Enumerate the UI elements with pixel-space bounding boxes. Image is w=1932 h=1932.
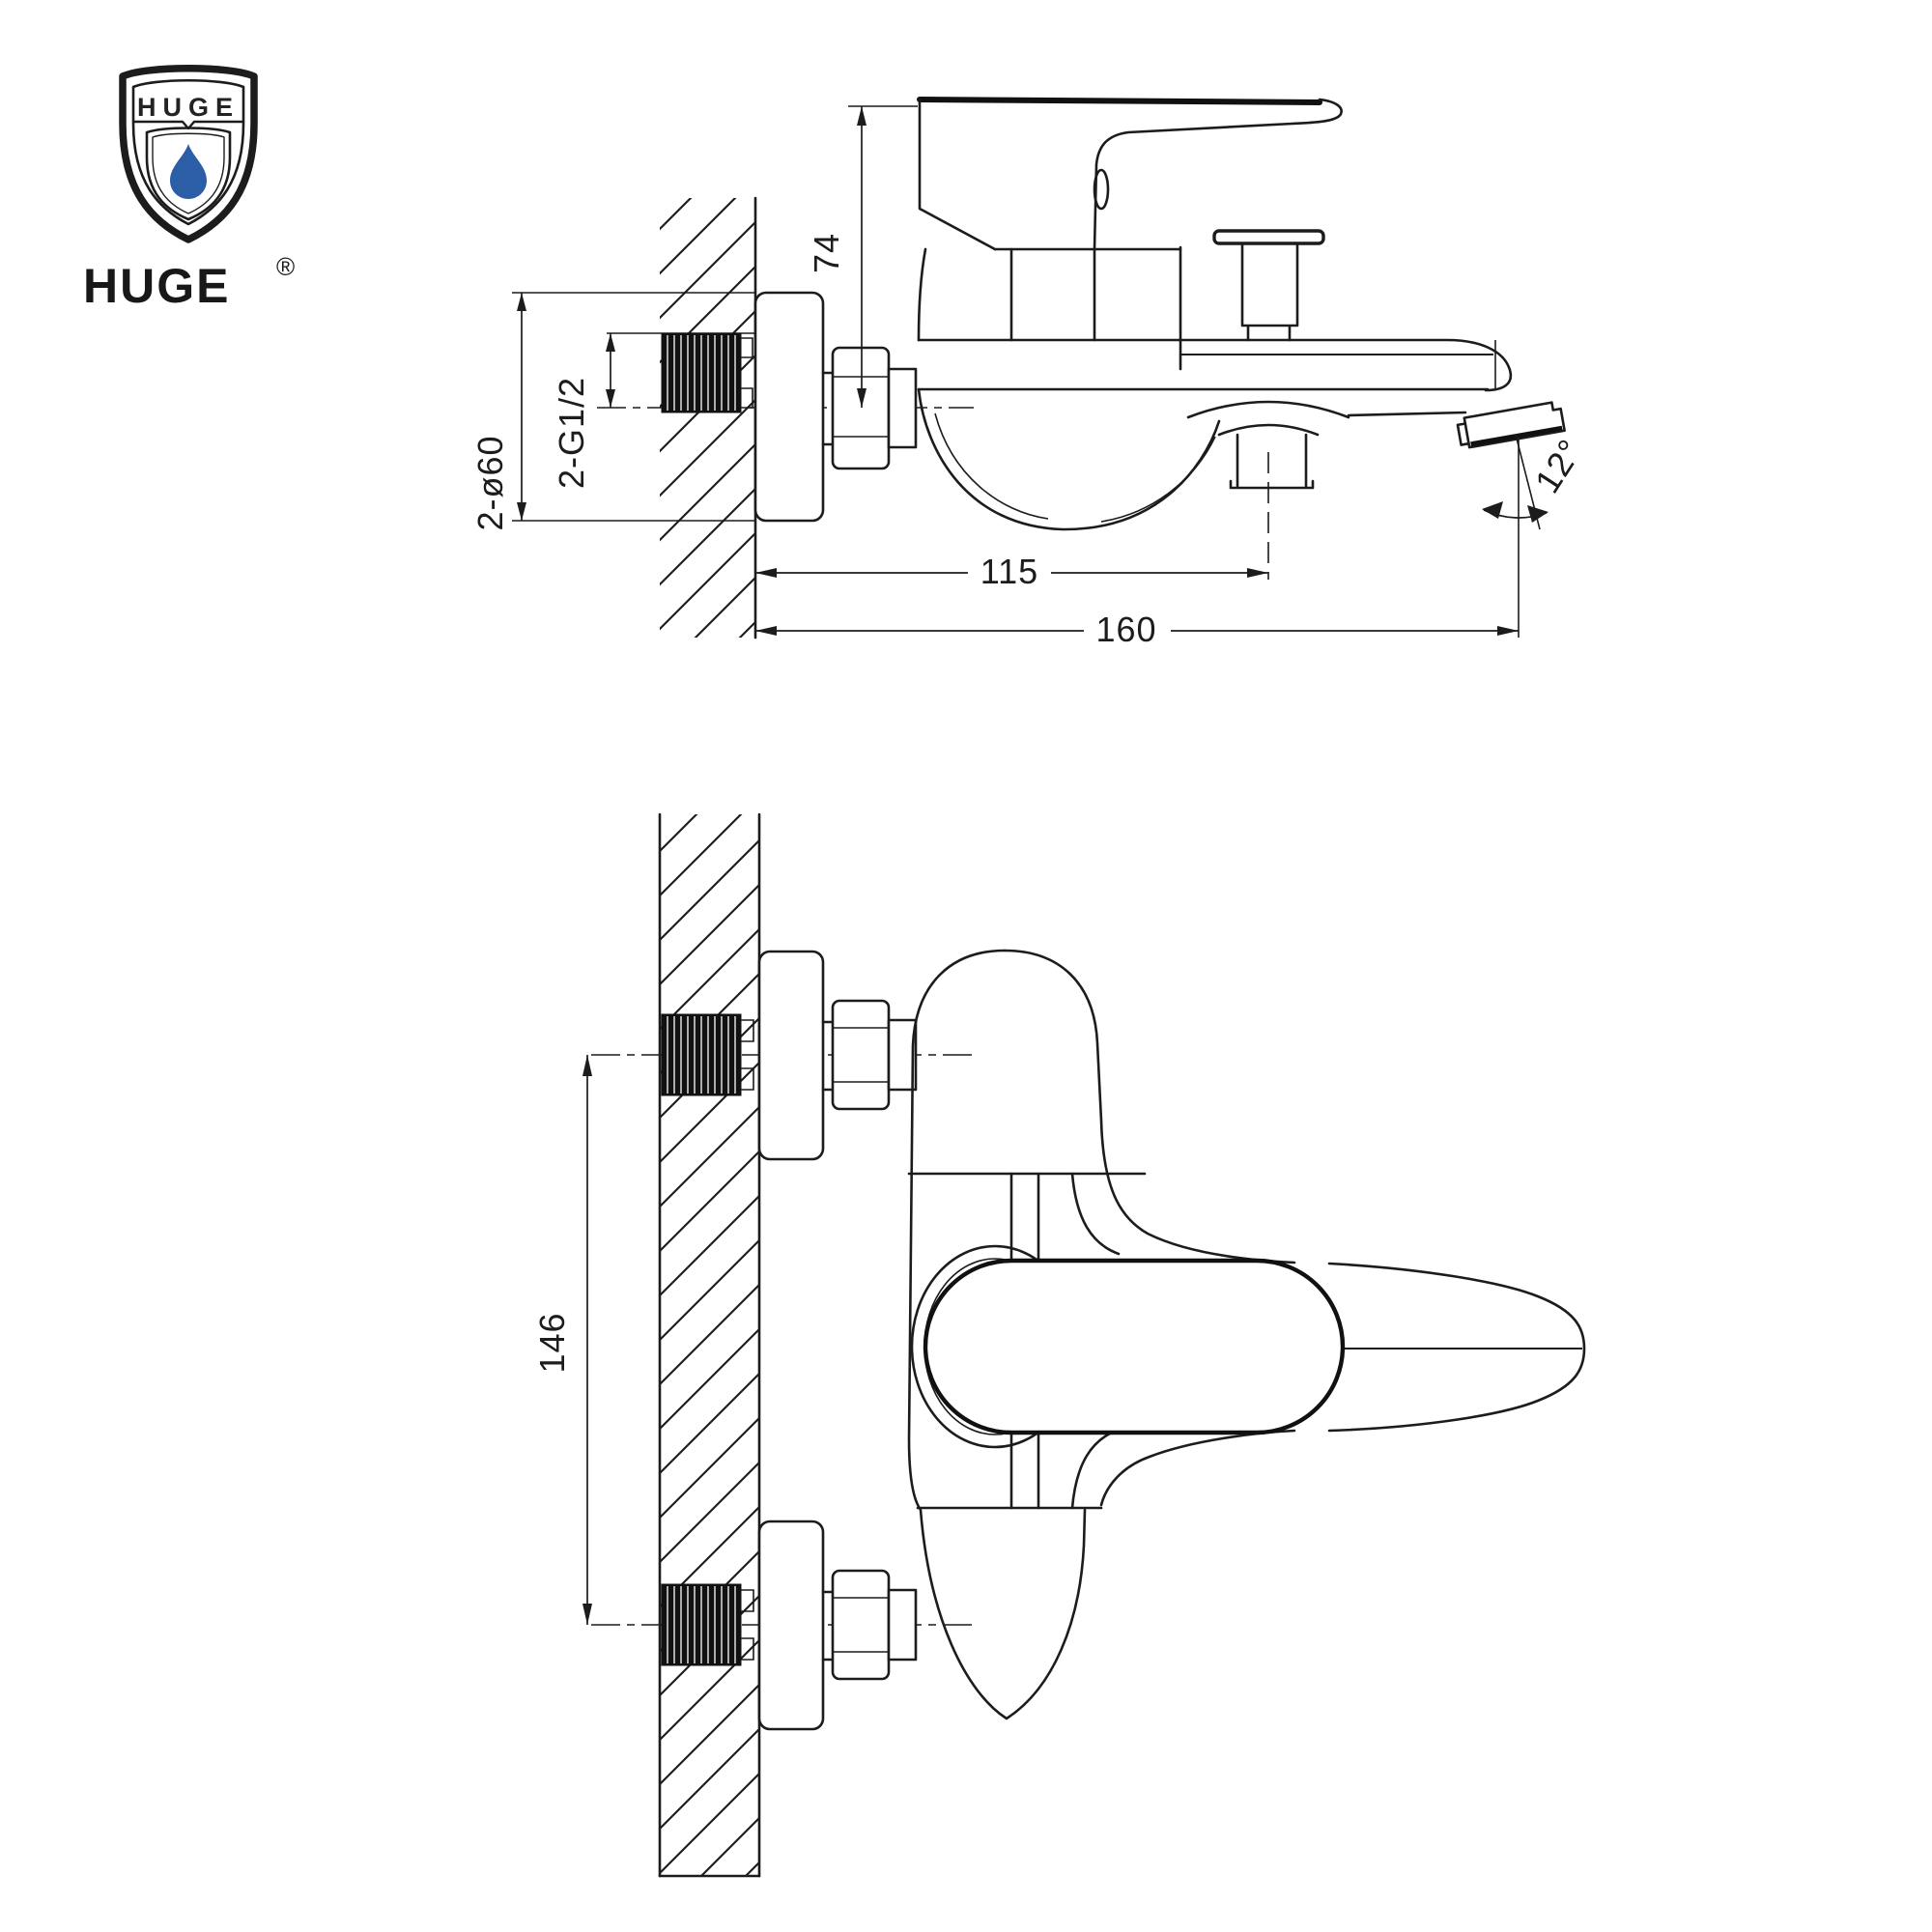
- handle-housing: [918, 98, 997, 251]
- body-right-lower-flange: [1099, 1429, 1296, 1507]
- escutcheon-side: [753, 291, 825, 523]
- shield-outer: [119, 65, 258, 243]
- pipe-stub-side: [821, 371, 835, 446]
- body-right-top: [1003, 949, 1296, 1264]
- dim-flange-label: 2-ø60: [470, 435, 510, 530]
- dim-height: 74: [807, 105, 918, 408]
- shield-small: [145, 127, 232, 221]
- spout-arm-top: [917, 338, 1513, 392]
- lever-outline: [1093, 98, 1343, 251]
- dim-spout-angle: 12°: [1482, 432, 1591, 530]
- front-view: 146: [532, 812, 1586, 1878]
- dim-height-label: 74: [807, 233, 846, 273]
- shield-small-inner: [152, 132, 225, 214]
- wall-hatch-front: [660, 814, 759, 1876]
- dim-outlet-offset: 115: [755, 452, 1269, 591]
- adapter-side: [887, 367, 918, 449]
- lower-inlet: [661, 1520, 918, 1731]
- registered-mark: ®: [276, 252, 295, 281]
- dim-reach-label: 160: [1095, 610, 1156, 649]
- brand-logo: HUGE HUGE ®: [83, 65, 295, 313]
- diverter-knob: [1212, 229, 1325, 342]
- dim-thread: 2-G1/2: [552, 333, 615, 489]
- handle-snout: [1327, 1262, 1586, 1433]
- dim-inlet-spacing: 146: [532, 1055, 592, 1625]
- dim-inlet-spacing-label: 146: [532, 1312, 572, 1373]
- outlet-nipple: [1229, 433, 1315, 490]
- dim-spout-angle-label: 12°: [1527, 432, 1591, 500]
- upper-inlet: [661, 950, 918, 1161]
- shield-inner-line: [131, 79, 245, 226]
- body-left-bottom: [907, 949, 1087, 1720]
- brand-wordmark: HUGE: [83, 259, 230, 313]
- lever-top-edge: [917, 97, 1322, 105]
- water-drop-icon: [170, 144, 207, 199]
- handle-grip: [923, 1258, 1346, 1435]
- connector-nut-side: [831, 346, 891, 470]
- dim-outlet-offset-label: 115: [980, 552, 1038, 591]
- body-dome: [917, 387, 1221, 531]
- shield-banner-text: HUGE: [137, 93, 240, 122]
- inlet-thread-side: [661, 332, 753, 413]
- lever-slot: [1093, 168, 1110, 211]
- dim-reach: 160: [755, 437, 1520, 649]
- side-view: 2-ø60 2-G1/2 74 115 160: [470, 97, 1591, 649]
- dim-flange: 2-ø60: [470, 293, 526, 531]
- mixer-body-front: [907, 949, 1586, 1720]
- spout-aerator: [1456, 401, 1566, 449]
- wall-hatch-side: [660, 198, 755, 638]
- dim-thread-label: 2-G1/2: [552, 377, 591, 489]
- outlet-hump: [1186, 400, 1350, 419]
- mixer-body-side: [917, 97, 1566, 531]
